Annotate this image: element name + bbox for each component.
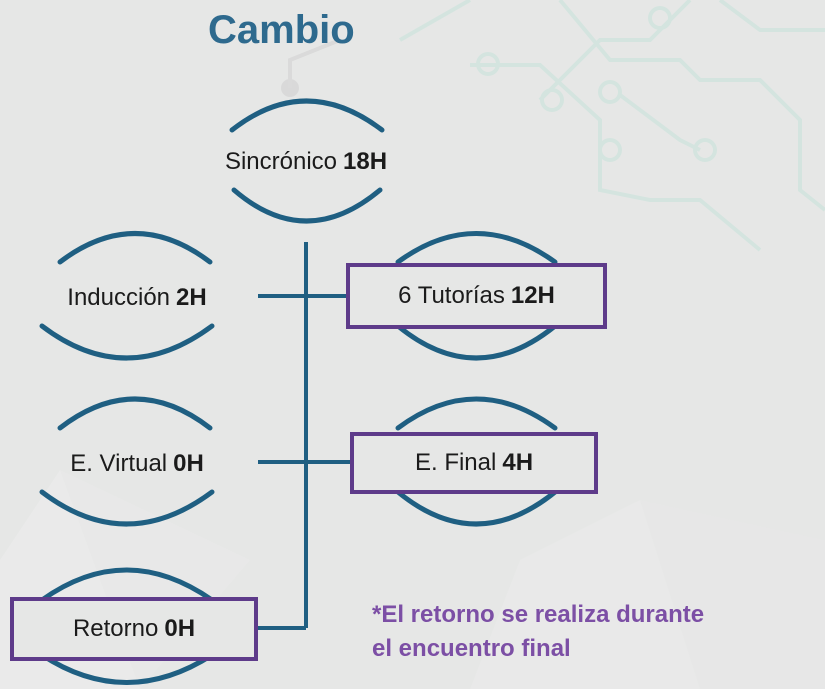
connectors <box>258 242 352 630</box>
node-sincronico: Sincrónico 18H <box>186 140 426 184</box>
arc-retorno-bottom <box>39 652 215 685</box>
footnote-line-2: el encuentro final <box>372 635 571 662</box>
arc-induccion-bottom <box>39 323 215 361</box>
node-efinal: E. Final 4H <box>350 432 598 494</box>
node-tutorias: 6 Tutorías 12H <box>346 263 607 329</box>
node-retorno-hours: 0H <box>164 615 196 642</box>
arc-retorno-top <box>39 567 215 603</box>
node-evirtual-label: E. Virtual <box>70 450 168 477</box>
node-sincronico-hours: 18H <box>343 148 388 175</box>
arc-efinal-bottom <box>395 489 558 527</box>
node-efinal-label: E. Final <box>414 449 497 476</box>
node-induccion-label: Inducción <box>67 284 171 311</box>
arc-efinal-top <box>395 396 558 431</box>
node-retorno-label: Retorno <box>72 615 159 642</box>
node-efinal-hours: 4H <box>502 449 534 476</box>
arc-induccion-top <box>57 231 213 265</box>
footnote-line-1: *El retorno se realiza durante <box>372 601 705 628</box>
node-tutorias-hours: 12H <box>510 282 555 309</box>
node-evirtual: E. Virtual 0H <box>22 442 252 486</box>
arc-sincronico-bottom <box>231 187 383 224</box>
node-sincronico-label: Sincrónico <box>224 148 338 175</box>
arc-sincronico-top <box>229 98 385 133</box>
node-tutorias-label: 6 Tutorías <box>398 282 505 309</box>
node-induccion-hours: 2H <box>176 284 207 311</box>
arc-tutorias-bottom <box>395 323 558 361</box>
arc-tutorias-top <box>395 231 558 265</box>
title-text: Cambio <box>208 8 355 52</box>
node-evirtual-hours: 0H <box>173 450 204 477</box>
cycle-arcs <box>39 98 558 685</box>
node-induccion: Inducción 2H <box>22 276 252 320</box>
circuit-pattern <box>281 0 825 252</box>
arc-evirtual-top <box>57 396 213 431</box>
retorno-footnote: *El retorno se realiza durante el encuen… <box>372 598 817 666</box>
node-retorno: Retorno 0H <box>10 597 258 661</box>
arc-evirtual-bottom <box>39 489 215 527</box>
